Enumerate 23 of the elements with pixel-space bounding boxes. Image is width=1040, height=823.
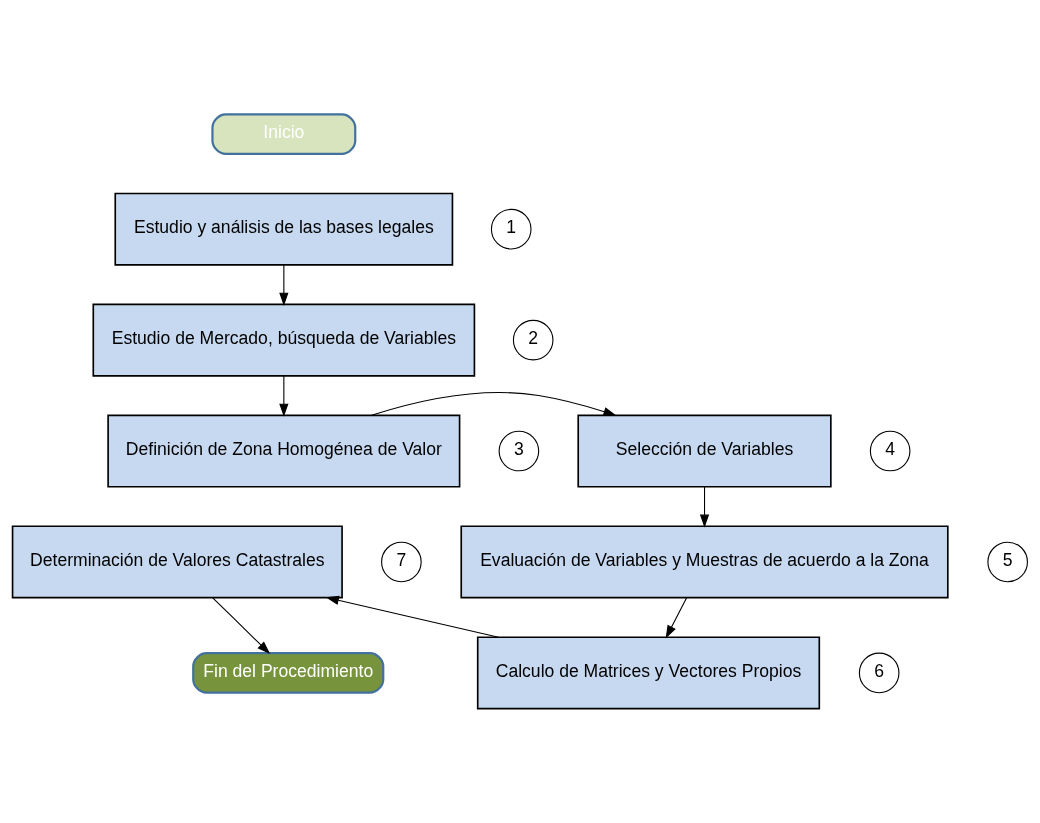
node-box: Evaluación de Variables y Muestras de acuerdo a la Zona (460, 525, 949, 599)
node-box: Definición de Zona Homogénea de Valor (107, 414, 461, 488)
node-box: Fin del Procedimiento (192, 652, 385, 694)
node-circle: 7 (381, 541, 422, 583)
node-box: Selección de Variables (577, 414, 832, 488)
node-box: Calculo de Matrices y Vectores Propios (476, 636, 821, 710)
arrow (699, 486, 710, 528)
arrow (325, 595, 500, 638)
node-circle: 4 (869, 430, 911, 472)
node-circle: 3 (498, 430, 540, 472)
node-box: Estudio de Mercado, búsqueda de Variables (92, 303, 476, 377)
arrow (279, 264, 289, 306)
node-circle: 2 (512, 319, 554, 361)
node-box: Inicio (211, 113, 357, 156)
arrow (371, 392, 617, 417)
node-box: Estudio y análisis de las bases legales (114, 192, 454, 266)
node-circle: 1 (490, 208, 532, 250)
arrow (279, 375, 289, 417)
node-box: Determinación de Valores Catastrales (11, 525, 343, 599)
arrow (212, 597, 271, 655)
arrow (665, 597, 688, 639)
node-circle: 6 (858, 652, 900, 694)
node-circle: 5 (987, 541, 1028, 583)
